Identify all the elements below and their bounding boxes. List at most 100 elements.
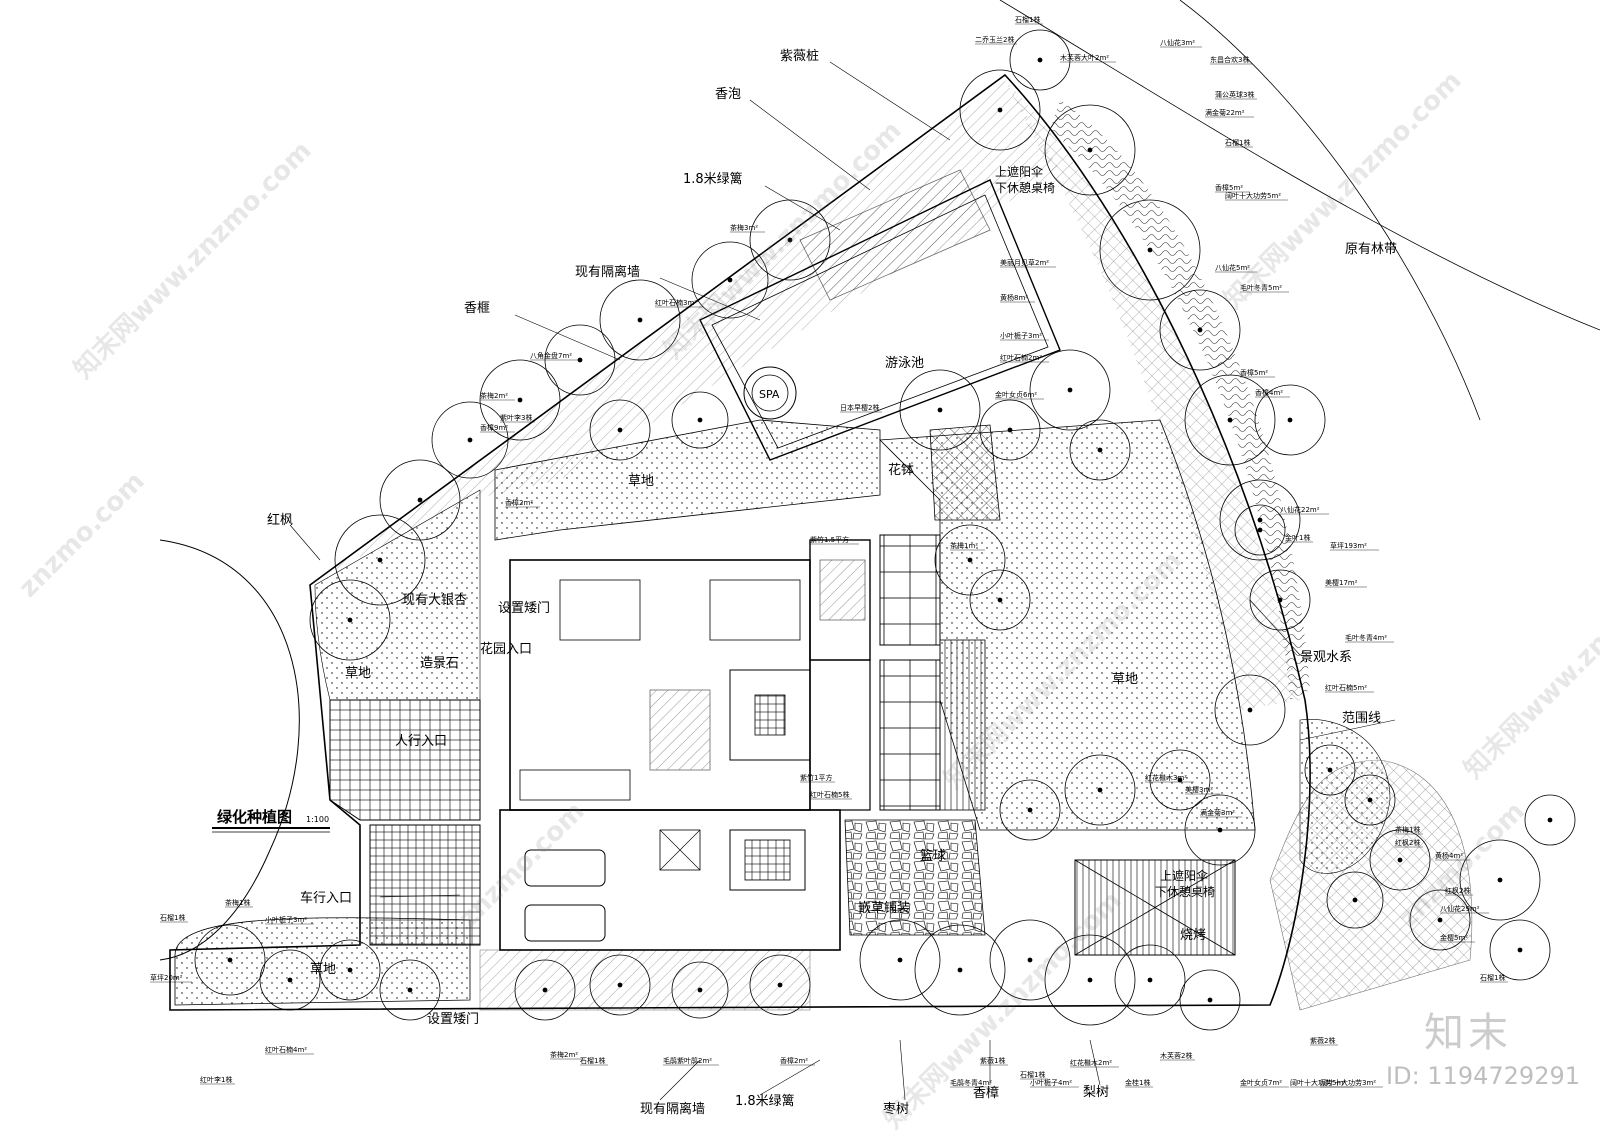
tree-trunk-37 [287,977,293,983]
tree-trunk-46 [1397,857,1403,863]
leader-line-10 [759,1059,821,1096]
tree-trunk-50 [1547,817,1553,823]
tree-canopy-37 [259,949,321,1011]
label-short-gate-bottom: 设置矮门 [427,1012,479,1027]
deck-patch [929,424,1001,521]
tree-canopy-20 [899,369,981,451]
tree-canopy-21 [979,399,1041,461]
tree-trunk-29 [1217,827,1223,833]
plant-label-63: 金叶女贞7m² [1240,1078,1282,1087]
image-id: ID: 1194729291 [1386,1062,1580,1090]
driveway-grid [369,824,481,946]
plant-label-43: 茶梅1m² [950,541,978,550]
tree-trunk-7 [1277,597,1283,603]
plant-label-62: 红花檵木2m² [1070,1058,1112,1067]
label-spa: SPA [759,388,780,401]
planting-band-right [1005,80,1300,710]
tree-canopy-49 [1489,919,1551,981]
tree-trunk-44 [1327,767,1333,773]
plant-label-38: 红叶石楠3m² [655,298,697,307]
brand-logo: 知末 [1424,1010,1512,1056]
plant-label-39: 八角金盘7m² [530,351,572,360]
tree-canopy-42 [671,961,729,1019]
plant-label-44: 紫竹1.5平方 [810,535,849,544]
terrace-tiles-lower [879,659,941,811]
tree-trunk-14 [467,437,473,443]
tree-canopy-30 [859,919,941,1001]
tree-trunk-13 [517,397,523,403]
tree-trunk-36 [227,957,233,963]
tree-canopy-14 [431,401,509,479]
plant-label-24: 红枫2株 [1395,838,1420,847]
label-hongfeng: 红枫 [267,512,293,528]
tree-trunk-6 [1257,517,1263,523]
tree-canopy-26 [999,779,1061,841]
tree-trunk-42 [697,987,703,993]
tree-canopy-40 [514,959,576,1021]
planting-band-waves [1050,100,1310,700]
plant-label-10: 八仙花5m² [1215,263,1250,272]
plant-label-47: 香樟2m² [505,498,533,507]
tree-canopy-5 [1184,374,1276,466]
tree-trunk-34 [1147,977,1153,983]
plant-label-57: 香樟2m² [780,1056,808,1065]
plant-label-11: 毛叶冬青5m² [1240,283,1282,292]
tree-canopy-53 [1326,871,1384,929]
tree-canopy-47 [1409,889,1471,951]
plant-label-50: 茶梅1株 [225,898,250,907]
site-arc-right-2 [1179,0,1481,421]
tree-trunk-16 [697,417,703,423]
terrace-strip [939,639,986,811]
label-xiangfei: 香榧 [464,301,490,316]
plant-schedule-labels: 石榴1株二乔玉兰2株木芙蓉大叶2m²八仙花3m²东昌合欢3株蒲公英球3株满金菊2… [150,15,1508,1088]
plant-label-8: 香樟5m² [1215,183,1243,192]
tree-canopy-35 [1179,969,1241,1031]
label-green-fence-top: 1.8米绿篱 [683,172,743,187]
plant-label-19: 红叶石楠5m² [1325,683,1367,692]
leader-line-8 [379,894,461,898]
tree-canopy-11 [599,279,681,361]
tree-trunk-24 [967,557,973,563]
leader-line-7 [1299,719,1396,741]
planting-band-top [315,80,1060,580]
tree-canopy-24 [934,524,1006,596]
plant-label-21: 美樱3m² [1185,785,1213,794]
tree-canopy-8 [1214,674,1286,746]
plant-label-52: 红叶石楠4m² [265,1045,307,1054]
label-water-feature: 景观水系 [1300,650,1352,665]
tree-trunk-45 [1367,797,1373,803]
drawing-scale: 1:100 [306,815,329,824]
plant-label-12: 香樟5m² [1240,368,1268,377]
plant-label-23: 茶梅1株 [1395,825,1420,834]
plant-label-58: 紫薇1株 [980,1056,1005,1065]
tree-trunk-5 [1227,417,1233,423]
tree-canopy-29 [1184,794,1256,866]
pedestrian-plaza [329,699,481,821]
plant-label-6: 满金菊22m² [1205,108,1245,117]
label-pear: 梨树 [1083,1085,1109,1100]
tree-canopy-32 [989,919,1071,1001]
leader-lines [289,61,1396,1101]
plant-label-3: 八仙花3m² [1160,38,1195,47]
plant-label-14: 八仙花22m² [1280,505,1320,514]
tree-trunk-25 [997,597,1003,603]
tree-trunk-9 [787,237,793,243]
plant-label-66: 紫薇2株 [1310,1036,1335,1045]
tree-canopy-1 [1009,29,1071,91]
plant-label-65: 木芙蓉2株 [1160,1051,1192,1060]
tree-canopy-19 [309,579,391,661]
tree-trunk-2 [1087,147,1093,153]
plant-label-64: 金桂1株 [1125,1078,1150,1087]
label-ginkgo: 现有大银杏 [402,593,467,608]
plant-label-49: 石榴1株 [160,913,185,922]
plant-label-25: 黄杨4m² [1435,851,1463,860]
plant-label-22: 红花檵木3m² [1145,773,1187,782]
leader-line-9 [659,1059,701,1101]
label-vehicle-entrance: 车行入口 [300,890,352,906]
tree-canopy-9 [749,199,831,281]
label-flower-bowl: 花钵 [888,462,914,478]
tree-canopy-52 [1254,384,1326,456]
tree-trunk-52 [1287,417,1293,423]
plant-label-60: 小叶栀子4m² [1030,1078,1072,1087]
